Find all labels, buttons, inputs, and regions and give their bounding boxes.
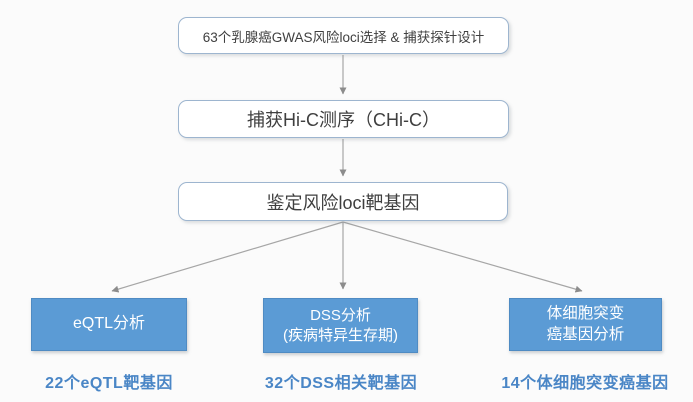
flow-step2-label: 捕获Hi-C测序（CHi-C） <box>247 110 440 130</box>
arrow-step3-to-eqtl-icon <box>111 221 344 293</box>
branch-eqtl-line1: eQTL分析 <box>72 315 146 333</box>
result-eqtl-text: 22个eQTL靶基因 <box>45 375 173 392</box>
arrow-step3-to-somatic-icon <box>342 221 583 293</box>
result-label-dss: 32个DSS相关靶基因 <box>235 369 447 393</box>
branch-somatic-box: 体细胞突变 癌基因分析 <box>509 298 662 351</box>
branch-dss-line2: (疾病特异生存期) <box>283 326 398 344</box>
result-label-somatic: 14个体细胞突变癌基因 <box>479 369 691 393</box>
branch-eqtl-box: eQTL分析 <box>31 298 187 351</box>
result-dss-text: 32个DSS相关靶基因 <box>264 375 418 392</box>
branch-somatic-line1: 体细胞突变 <box>546 305 625 323</box>
result-somatic-text: 14个体细胞突变癌基因 <box>501 375 669 392</box>
flow-step1-label: 63个乳腺癌GWAS风险loci选择 & 捕获探针设计 <box>202 29 485 45</box>
flow-step1-box: 63个乳腺癌GWAS风险loci选择 & 捕获探针设计 <box>178 17 509 54</box>
branch-dss-box: DSS分析 (疾病特异生存期) <box>263 298 418 353</box>
flow-step3-box: 鉴定风险loci靶基因 <box>178 182 508 221</box>
flow-step3-label: 鉴定风险loci靶基因 <box>266 192 420 213</box>
result-label-eqtl: 22个eQTL靶基因 <box>3 369 215 393</box>
flow-step2-box: 捕获Hi-C测序（CHi-C） <box>178 100 509 138</box>
branch-somatic-line2: 癌基因分析 <box>546 325 625 343</box>
branch-dss-line1: DSS分析 <box>310 307 371 324</box>
